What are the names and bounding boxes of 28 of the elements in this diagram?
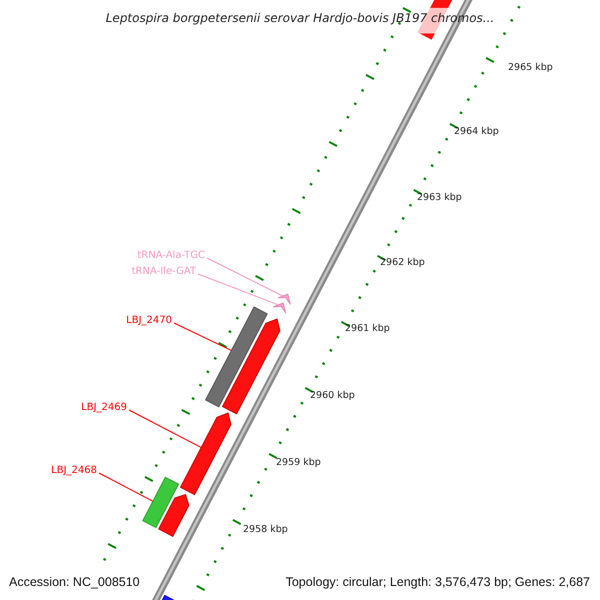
accession-text: Accession: NC_008510 — [9, 574, 140, 590]
leader-line — [198, 274, 279, 306]
trna-feature — [278, 293, 291, 305]
gene-feature — [222, 318, 280, 415]
gene-label: LBJ_2470 — [126, 314, 172, 328]
gene-box — [142, 476, 180, 528]
gene-feature — [158, 494, 190, 537]
scale-label: 2959 kbp — [276, 457, 321, 469]
map-title: Leptospira borgpetersenii serovar Hardjo-bovis JB197 chromos... — [104, 10, 496, 27]
scale-label: 2964 kbp — [454, 126, 499, 138]
gene-label: tRNA-Ile-GAT — [132, 265, 196, 279]
scale-label: 2961 kbp — [345, 323, 390, 335]
gene-label: LBJ_2469 — [81, 401, 127, 415]
gene-label: LBJ_2468 — [51, 464, 97, 478]
topology-text: Topology: circular; Length: 3,576,473 bp; Genes: 2,687 — [286, 574, 590, 590]
leader-line — [128, 410, 202, 448]
leader-line — [206, 258, 284, 296]
scale-label: 2958 kbp — [243, 524, 288, 536]
leader-line — [174, 322, 232, 351]
scale-label: 2965 kbp — [508, 62, 553, 74]
trna-feature — [272, 302, 286, 314]
leader-line — [98, 472, 154, 502]
scale-label: 2962 kbp — [380, 257, 425, 269]
scale-label: 2960 kbp — [310, 390, 355, 402]
gene-feature — [180, 412, 232, 496]
gene-box — [204, 306, 268, 408]
scale-label: 2963 kbp — [417, 192, 462, 204]
gene-label: tRNA-Ala-TGC — [137, 249, 205, 263]
